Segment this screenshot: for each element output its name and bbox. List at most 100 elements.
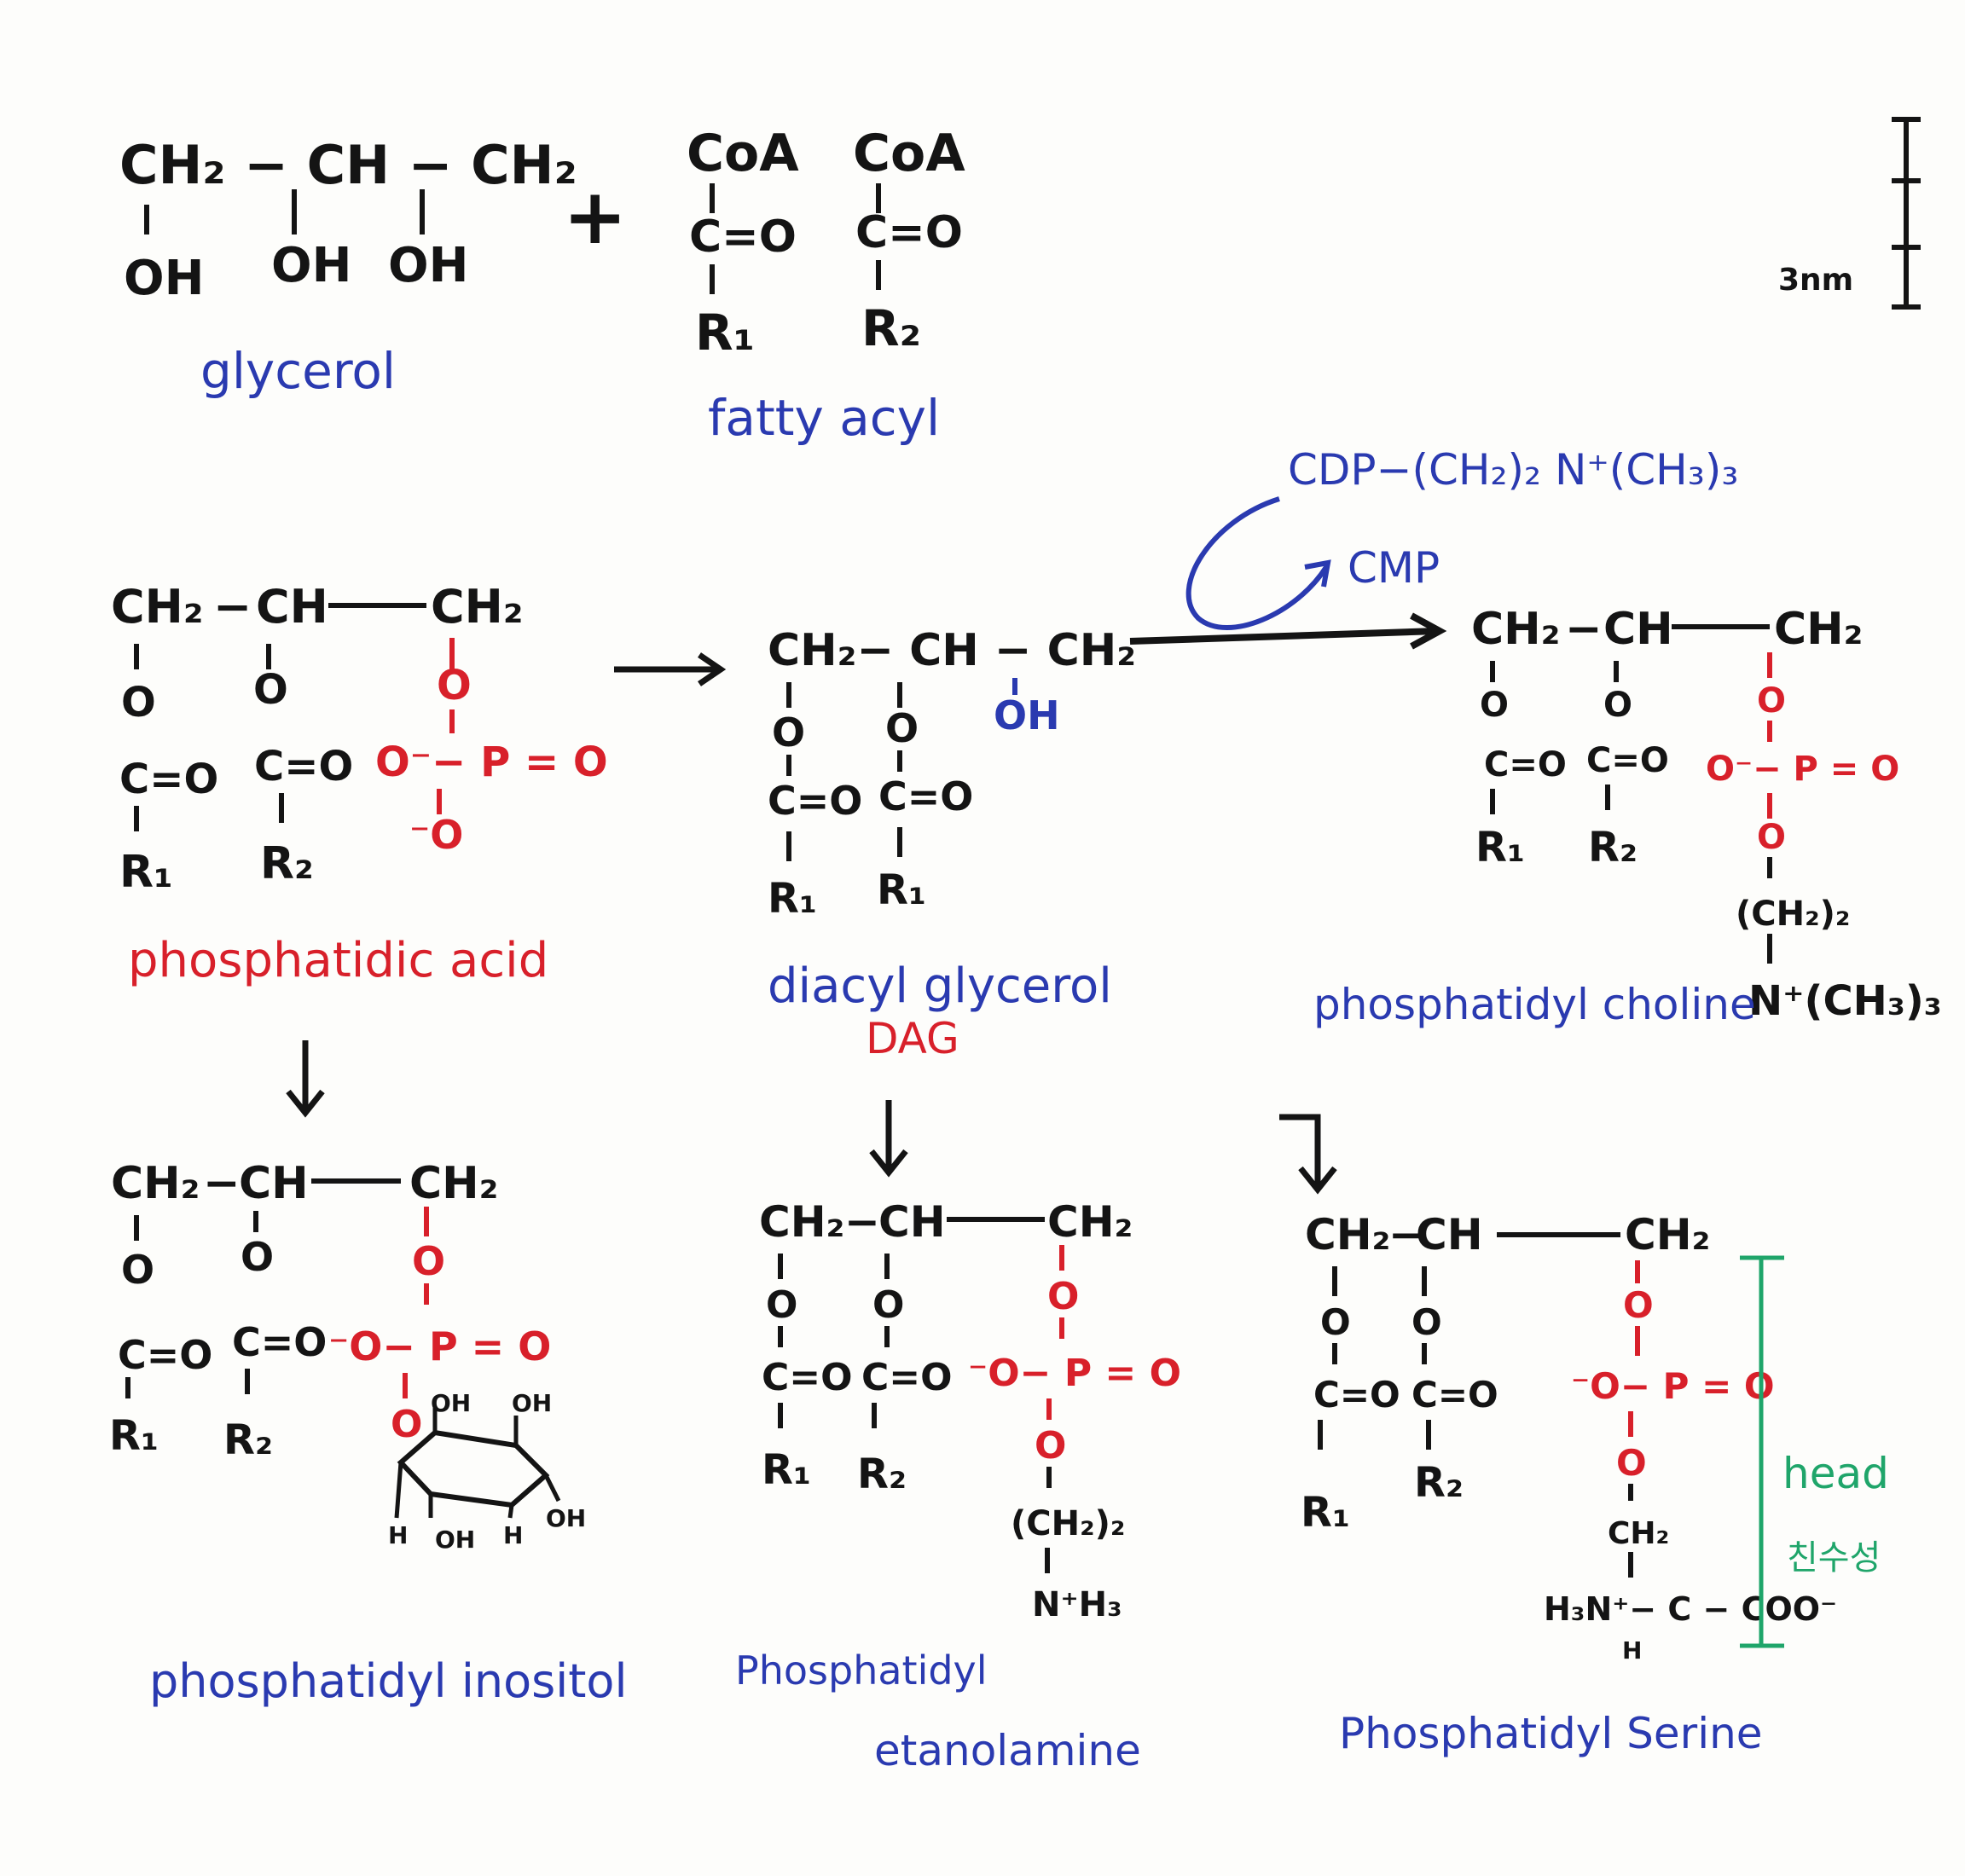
arrow-pc-to-ps bbox=[1279, 1114, 1337, 1195]
phosphatidyl-choline-structure: CH₂ − CH CH₂ O O C=O C=O R₁ R₂ O O⁻− P =… bbox=[1313, 604, 1942, 1029]
svg-text:CH: CH bbox=[1416, 1210, 1483, 1259]
head-bracket: head 친수성 bbox=[1740, 1255, 1889, 1648]
dag-hydroxyl: OH bbox=[994, 692, 1060, 738]
ps-serine-carbon: H₃N⁺− C − COO⁻ bbox=[1544, 1590, 1837, 1628]
pc-phosphate-group: O⁻− P = O bbox=[1706, 750, 1899, 789]
glycerol-label: glycerol bbox=[200, 342, 396, 400]
plus-sign: + bbox=[563, 172, 627, 262]
svg-text:−: − bbox=[1565, 604, 1603, 655]
svg-text:H: H bbox=[503, 1521, 523, 1549]
head-label: head bbox=[1782, 1449, 1889, 1498]
phosphatidyl-ethanolamine-structure: CH₂ − CH CH₂ O O C=O C=O R₁ R₂ O ⁻O− P =… bbox=[735, 1197, 1181, 1775]
scale-bar-label: 3nm bbox=[1778, 263, 1853, 298]
svg-text:O: O bbox=[253, 666, 288, 714]
svg-text:R₁: R₁ bbox=[1475, 824, 1525, 871]
dag-backbone: CH₂− CH − CH₂ bbox=[768, 625, 1136, 676]
svg-text:O: O bbox=[391, 1403, 422, 1446]
cdp-choline-reagent: CDP−(CH₂)₂ N⁺(CH₃)₃ bbox=[1288, 445, 1738, 495]
svg-text:CH₂: CH₂ bbox=[111, 1158, 200, 1209]
svg-text:−: − bbox=[203, 1158, 241, 1209]
svg-text:CH₂: CH₂ bbox=[1608, 1516, 1669, 1551]
svg-text:⁻O: ⁻O bbox=[409, 812, 463, 858]
coa-2: CoA bbox=[853, 124, 965, 183]
glycerol-oh-3: OH bbox=[388, 238, 468, 293]
inositol-ring bbox=[394, 1407, 561, 1519]
svg-text:CH₂: CH₂ bbox=[111, 580, 203, 634]
svg-text:CH₂: CH₂ bbox=[409, 1158, 498, 1209]
glycerol-backbone: CH₂ − CH − CH₂ bbox=[119, 134, 577, 196]
svg-text:R₂: R₂ bbox=[223, 1416, 273, 1464]
phosphatidic-acid-label: phosphatidic acid bbox=[128, 933, 548, 988]
svg-text:R₁: R₁ bbox=[877, 866, 926, 914]
svg-text:O: O bbox=[241, 1234, 274, 1280]
arrow-dag-to-pe bbox=[869, 1100, 908, 1178]
svg-text:O: O bbox=[1047, 1275, 1079, 1318]
diacylglycerol-structure: CH₂− CH − CH₂ OH O O C=O C=O R₁ R₁ diacy… bbox=[768, 625, 1136, 1063]
fatty-acyl-label: fatty acyl bbox=[708, 389, 940, 447]
svg-text:O: O bbox=[772, 709, 805, 756]
svg-text:O: O bbox=[121, 679, 156, 727]
svg-text:R₁: R₁ bbox=[119, 847, 173, 898]
svg-text:R₂: R₂ bbox=[857, 1450, 907, 1498]
svg-text:O: O bbox=[766, 1283, 797, 1327]
svg-text:CH: CH bbox=[878, 1197, 946, 1247]
svg-text:O: O bbox=[1035, 1424, 1066, 1468]
svg-text:R₂: R₂ bbox=[1588, 824, 1638, 871]
svg-text:CH: CH bbox=[239, 1158, 309, 1209]
svg-text:CH: CH bbox=[256, 580, 328, 634]
svg-text:CH₂: CH₂ bbox=[1305, 1210, 1390, 1259]
dag-abbrev: DAG bbox=[866, 1014, 959, 1063]
glycerol-oh-2: OH bbox=[271, 238, 351, 293]
svg-text:−: − bbox=[844, 1197, 880, 1247]
svg-text:CH₂: CH₂ bbox=[431, 580, 523, 634]
svg-text:CH₂: CH₂ bbox=[1625, 1210, 1710, 1259]
svg-text:CH₂: CH₂ bbox=[759, 1197, 844, 1247]
svg-text:−: − bbox=[213, 580, 252, 634]
svg-text:O: O bbox=[1411, 1301, 1442, 1343]
arrow-pa-to-dag bbox=[614, 652, 727, 686]
svg-text:R₁: R₁ bbox=[768, 875, 817, 923]
svg-text:C=O: C=O bbox=[1586, 741, 1669, 780]
hydrophilic-label: 친수성 bbox=[1787, 1538, 1881, 1578]
svg-text:CH: CH bbox=[1603, 604, 1673, 655]
svg-text:R₁: R₁ bbox=[1301, 1489, 1350, 1537]
svg-text:O: O bbox=[412, 1238, 445, 1284]
svg-text:C=O: C=O bbox=[1411, 1374, 1498, 1416]
acyl-carbonyl-1: C=O bbox=[689, 211, 797, 263]
svg-text:R₁: R₁ bbox=[109, 1412, 159, 1460]
svg-text:−: − bbox=[1388, 1210, 1424, 1259]
svg-text:C=O: C=O bbox=[878, 773, 973, 819]
glycerol-structure: CH₂ − CH − CH₂ OH OH OH glycerol bbox=[119, 134, 577, 400]
pc-choline-amine: N⁺(CH₃)₃ bbox=[1748, 977, 1942, 1025]
svg-text:O: O bbox=[437, 662, 472, 709]
svg-text:O: O bbox=[1616, 1442, 1647, 1484]
svg-text:C=O: C=O bbox=[232, 1319, 327, 1365]
phosphatidyl-ethanolamine-label-2: etanolamine bbox=[874, 1726, 1141, 1775]
svg-text:O: O bbox=[1480, 686, 1509, 725]
svg-text:C=O: C=O bbox=[119, 756, 218, 803]
svg-text:O: O bbox=[1320, 1301, 1351, 1343]
svg-text:CH₂: CH₂ bbox=[1471, 604, 1560, 655]
svg-text:OH: OH bbox=[546, 1504, 586, 1532]
phosphatidyl-choline-label: phosphatidyl choline bbox=[1313, 980, 1756, 1029]
phosphatidyl-serine-structure: CH₂ − CH CH₂ O O C=O C=O R₁ R₂ O ⁻O− P =… bbox=[1301, 1210, 1837, 1758]
phosphatidyl-ethanolamine-label-1: Phosphatidyl bbox=[735, 1647, 988, 1694]
phosphatidic-acid-structure: CH₂ − CH CH₂ O O C=O C=O R₁ R₂ O O⁻− P =… bbox=[111, 580, 608, 988]
svg-text:C=O: C=O bbox=[768, 778, 862, 824]
svg-text:C=O: C=O bbox=[1484, 745, 1567, 785]
svg-text:O: O bbox=[1757, 681, 1786, 721]
pe-phosphate-group: ⁻O− P = O bbox=[968, 1352, 1181, 1395]
svg-text:O: O bbox=[1623, 1284, 1654, 1326]
svg-text:OH: OH bbox=[435, 1526, 475, 1554]
pe-amine: N⁺H₃ bbox=[1032, 1585, 1122, 1624]
cdp-choline-curved-arrow bbox=[1185, 496, 1331, 630]
pi-phosphate-group: ⁻O− P = O bbox=[328, 1323, 551, 1369]
cmp-product: CMP bbox=[1348, 543, 1440, 593]
svg-text:C=O: C=O bbox=[861, 1356, 953, 1399]
phosphatidyl-inositol-structure: CH₂ − CH CH₂ O O C=O C=O R₁ R₂ O ⁻O− P =… bbox=[109, 1158, 627, 1708]
phosphatidyl-inositol-label: phosphatidyl inositol bbox=[149, 1654, 627, 1708]
svg-text:O: O bbox=[885, 705, 919, 751]
svg-text:O: O bbox=[872, 1283, 904, 1327]
svg-text:OH: OH bbox=[431, 1389, 471, 1417]
